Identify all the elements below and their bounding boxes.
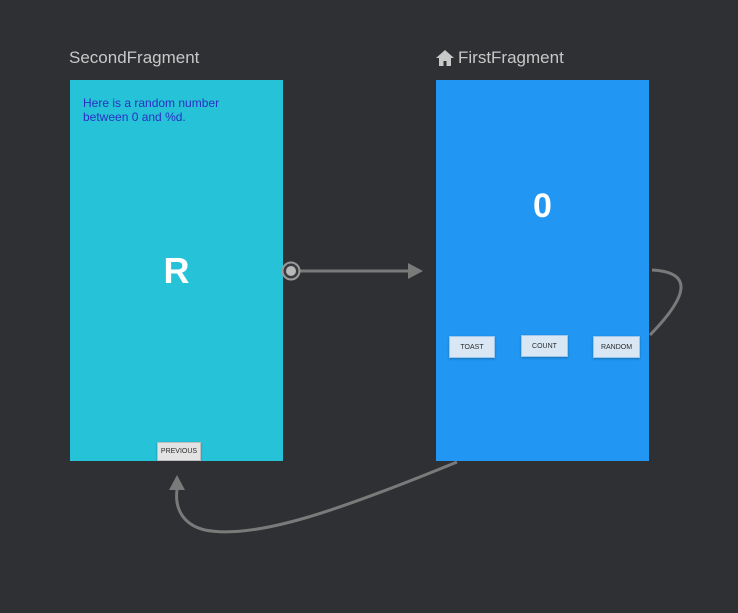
random-number-message: Here is a random number between 0 and %d… [83, 96, 220, 124]
home-icon [436, 50, 454, 66]
random-number-text: R [163, 250, 190, 291]
first-fragment-title[interactable]: FirstFragment [435, 48, 564, 68]
first-fragment-title-label: FirstFragment [458, 48, 564, 67]
count-button[interactable]: COUNT [521, 335, 568, 357]
random-button[interactable]: RANDOM [593, 336, 640, 358]
previous-button[interactable]: PREVIOUS [157, 442, 201, 461]
action-second-to-first[interactable] [300, 263, 423, 279]
second-fragment-title[interactable]: SecondFragment [69, 48, 199, 68]
action-handle-dot-icon [286, 266, 296, 276]
toast-button[interactable]: TOAST [449, 336, 495, 358]
first-fragment-destination[interactable]: 0 TOAST COUNT RANDOM [436, 80, 649, 461]
second-fragment-title-label: SecondFragment [69, 48, 200, 67]
count-text: 0 [533, 187, 552, 225]
second-fragment-destination[interactable]: Here is a random number between 0 and %d… [70, 80, 283, 461]
arrowhead-up-icon [169, 475, 185, 490]
action-curve-bottom [175, 460, 458, 534]
action-curve-right [648, 268, 683, 337]
arrowhead-right-icon [408, 263, 423, 279]
action-first-to-second[interactable] [169, 268, 683, 534]
